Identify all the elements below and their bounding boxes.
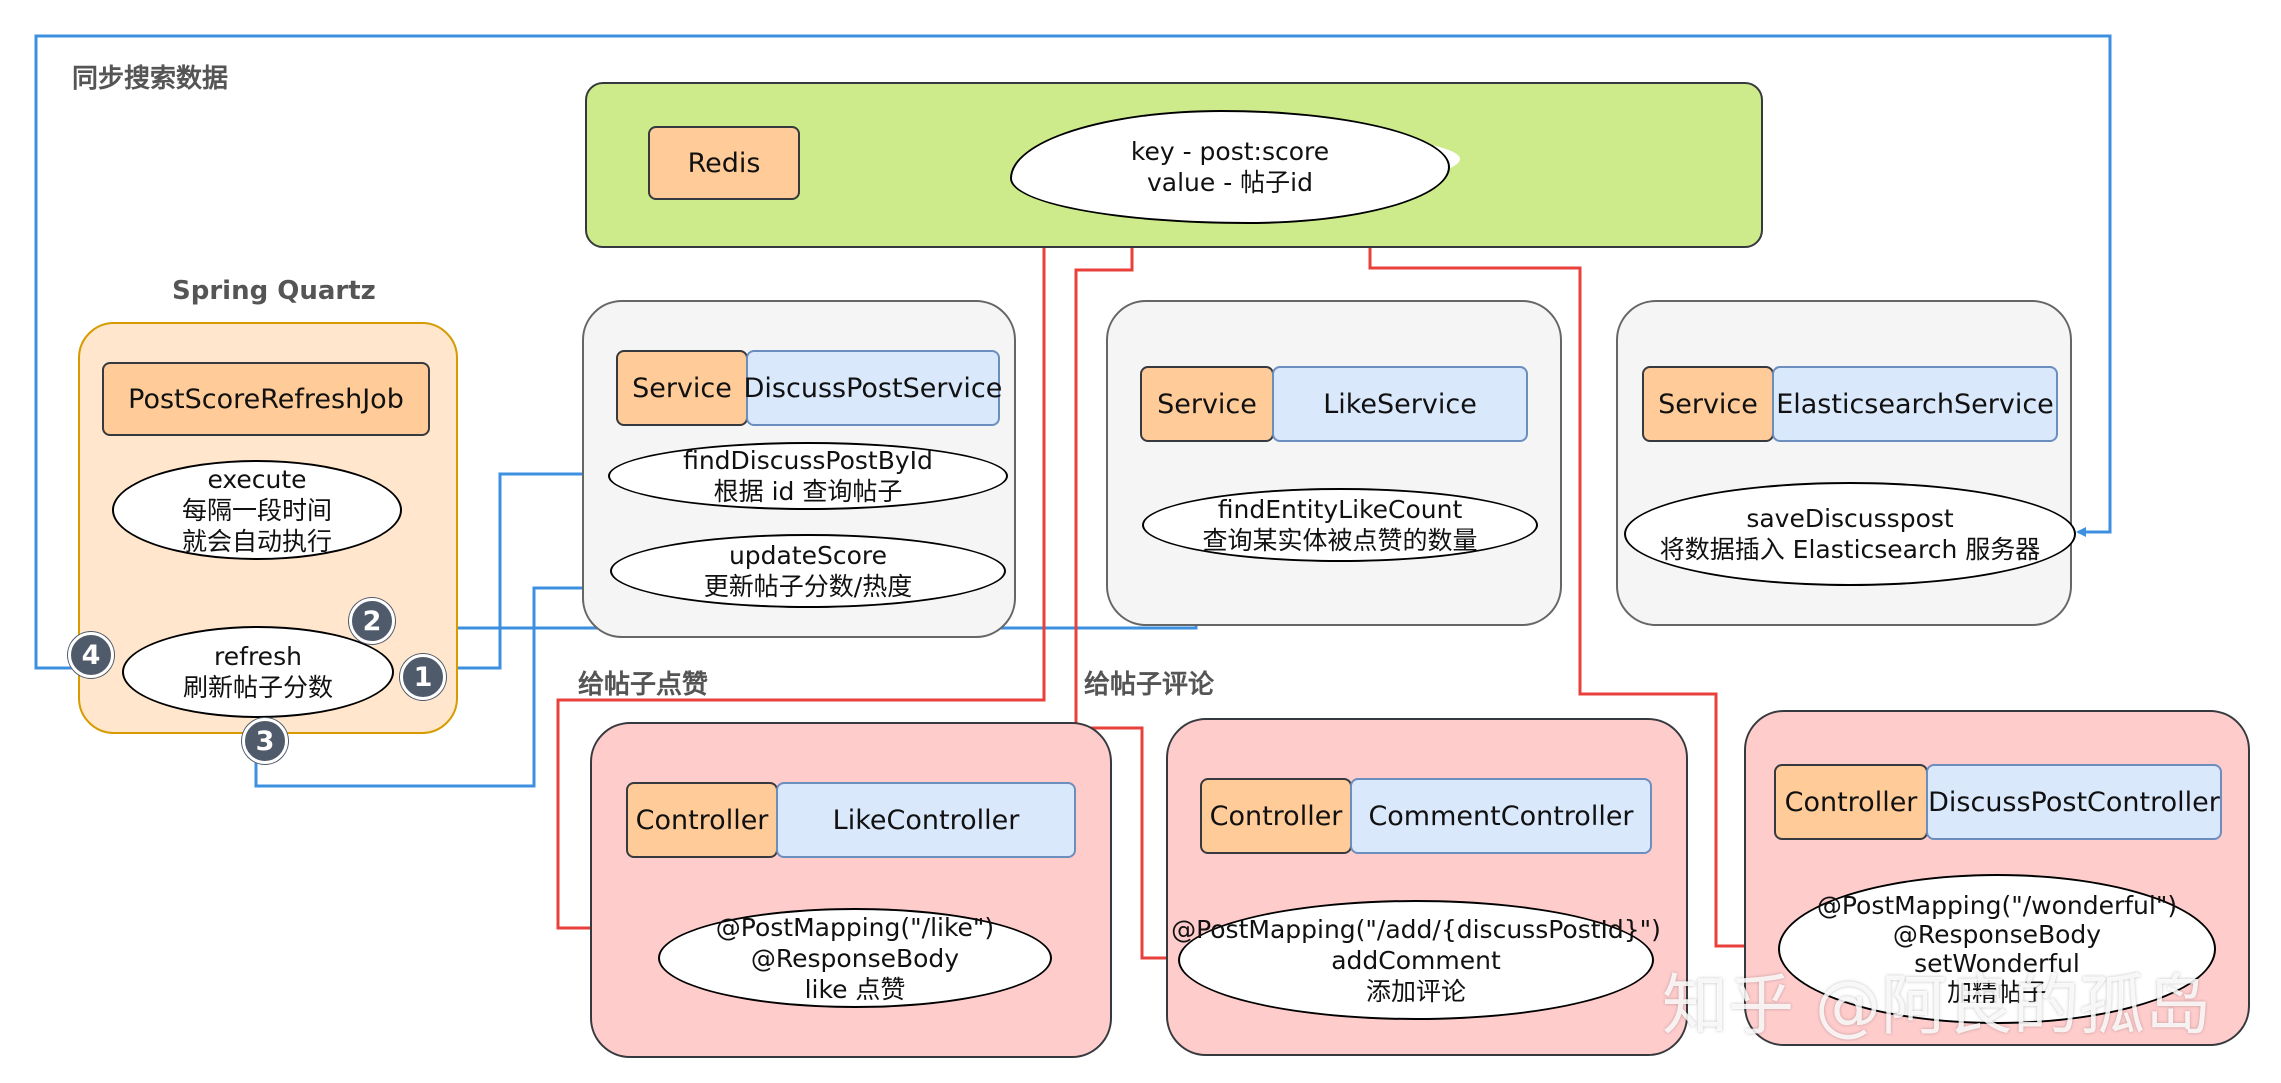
like-controller-tag: Controller (626, 782, 778, 858)
badge-3: 3 (242, 718, 288, 764)
method-find-discuss-post: findDiscussPostById 根据 id 查询帖子 (608, 442, 1008, 510)
method-set-wonderful: @PostMapping("/wonderful") @ResponseBody… (1778, 874, 2216, 1024)
method-find-title: findDiscussPostById (683, 446, 933, 475)
execute-node: execute 每隔一段时间 就会自动执行 (112, 460, 402, 560)
method-like-mapping: @PostMapping("/like") (715, 912, 995, 942)
discusspost-service-name: DiscussPostService (744, 350, 1002, 426)
method-like-responsebody: @ResponseBody (750, 943, 960, 973)
method-like-desc: 查询某实体被点赞的数量 (1202, 526, 1478, 555)
discusspost-controller-name: DiscussPostController (1926, 764, 2222, 840)
execute-desc1: 每隔一段时间 (181, 495, 332, 525)
method-update-score: updateScore 更新帖子分数/热度 (610, 534, 1006, 608)
discusspost-service-tag: Service (616, 350, 748, 426)
method-find-like-count: findEntityLikeCount 查询某实体被点赞的数量 (1142, 488, 1538, 562)
comment-controller-name: CommentController (1350, 778, 1652, 854)
arrow-discusspost-redis (1365, 200, 1820, 948)
method-comment-mapping: @PostMapping("/add/{discussPostId}") (1171, 914, 1661, 944)
like-service-name: LikeService (1272, 366, 1528, 442)
method-update-title: updateScore (728, 541, 888, 570)
heading-like-post: 给帖子点赞 (578, 670, 709, 700)
method-wonderful-responsebody: @ResponseBody (1892, 920, 2102, 949)
like-service-tag: Service (1140, 366, 1274, 442)
refresh-node: refresh 刷新帖子分数 (122, 626, 394, 718)
execute-desc2: 就会自动执行 (181, 526, 332, 556)
method-wonderful-desc: 加精帖子 (1946, 978, 2047, 1007)
method-like: @PostMapping("/like") @ResponseBody like… (658, 908, 1052, 1008)
arrow-sync-search (34, 34, 2112, 670)
redis-key: key - post:score (1130, 137, 1330, 166)
arrow-3 (254, 583, 638, 788)
method-find-desc: 根据 id 查询帖子 (713, 477, 903, 506)
heading-spring-quartz: Spring Quartz (172, 276, 376, 306)
badge-2: 2 (349, 598, 395, 644)
redis-value: value - 帖子id (1146, 168, 1314, 197)
heading-comment-post: 给帖子评论 (1084, 670, 1215, 700)
like-controller-name: LikeController (776, 782, 1076, 858)
heading-sync-search: 同步搜索数据 (72, 64, 229, 94)
method-add-comment: @PostMapping("/add/{discussPostId}") add… (1171, 900, 1661, 1020)
refresh-desc: 刷新帖子分数 (182, 673, 333, 702)
like-service-panel (1106, 300, 1562, 626)
execute-title: execute (207, 464, 307, 494)
method-save-discusspost: saveDiscusspost 将数据插入 Elasticsearch 服务器 (1624, 482, 2076, 586)
refresh-title: refresh (214, 642, 302, 671)
redis-cloud: key - post:score value - 帖子id (1010, 110, 1450, 224)
badge-1: 1 (400, 654, 446, 700)
method-wonderful-name: setWonderful (1914, 949, 2080, 978)
method-save-title: saveDiscusspost (1746, 504, 1954, 533)
discusspost-controller-tag: Controller (1774, 764, 1928, 840)
es-service-name: ElasticsearchService (1772, 366, 2058, 442)
job-label: PostScoreRefreshJob (102, 362, 430, 436)
watermark: 知乎 @阿良的孤岛 (1662, 967, 2211, 1044)
badge-4: 4 (68, 632, 114, 678)
comment-controller-tag: Controller (1200, 778, 1352, 854)
method-comment-desc: 添加评论 (1365, 976, 1466, 1006)
method-save-desc: 将数据插入 Elasticsearch 服务器 (1659, 535, 2041, 564)
redis-label: Redis (648, 126, 800, 200)
method-like-title: findEntityLikeCount (1217, 495, 1463, 524)
es-service-tag: Service (1642, 366, 1774, 442)
method-like-name: like 点赞 (804, 974, 906, 1004)
method-comment-name: addComment (1331, 945, 1501, 975)
method-update-desc: 更新帖子分数/热度 (703, 572, 913, 601)
method-wonderful-mapping: @PostMapping("/wonderful") (1816, 891, 2178, 920)
